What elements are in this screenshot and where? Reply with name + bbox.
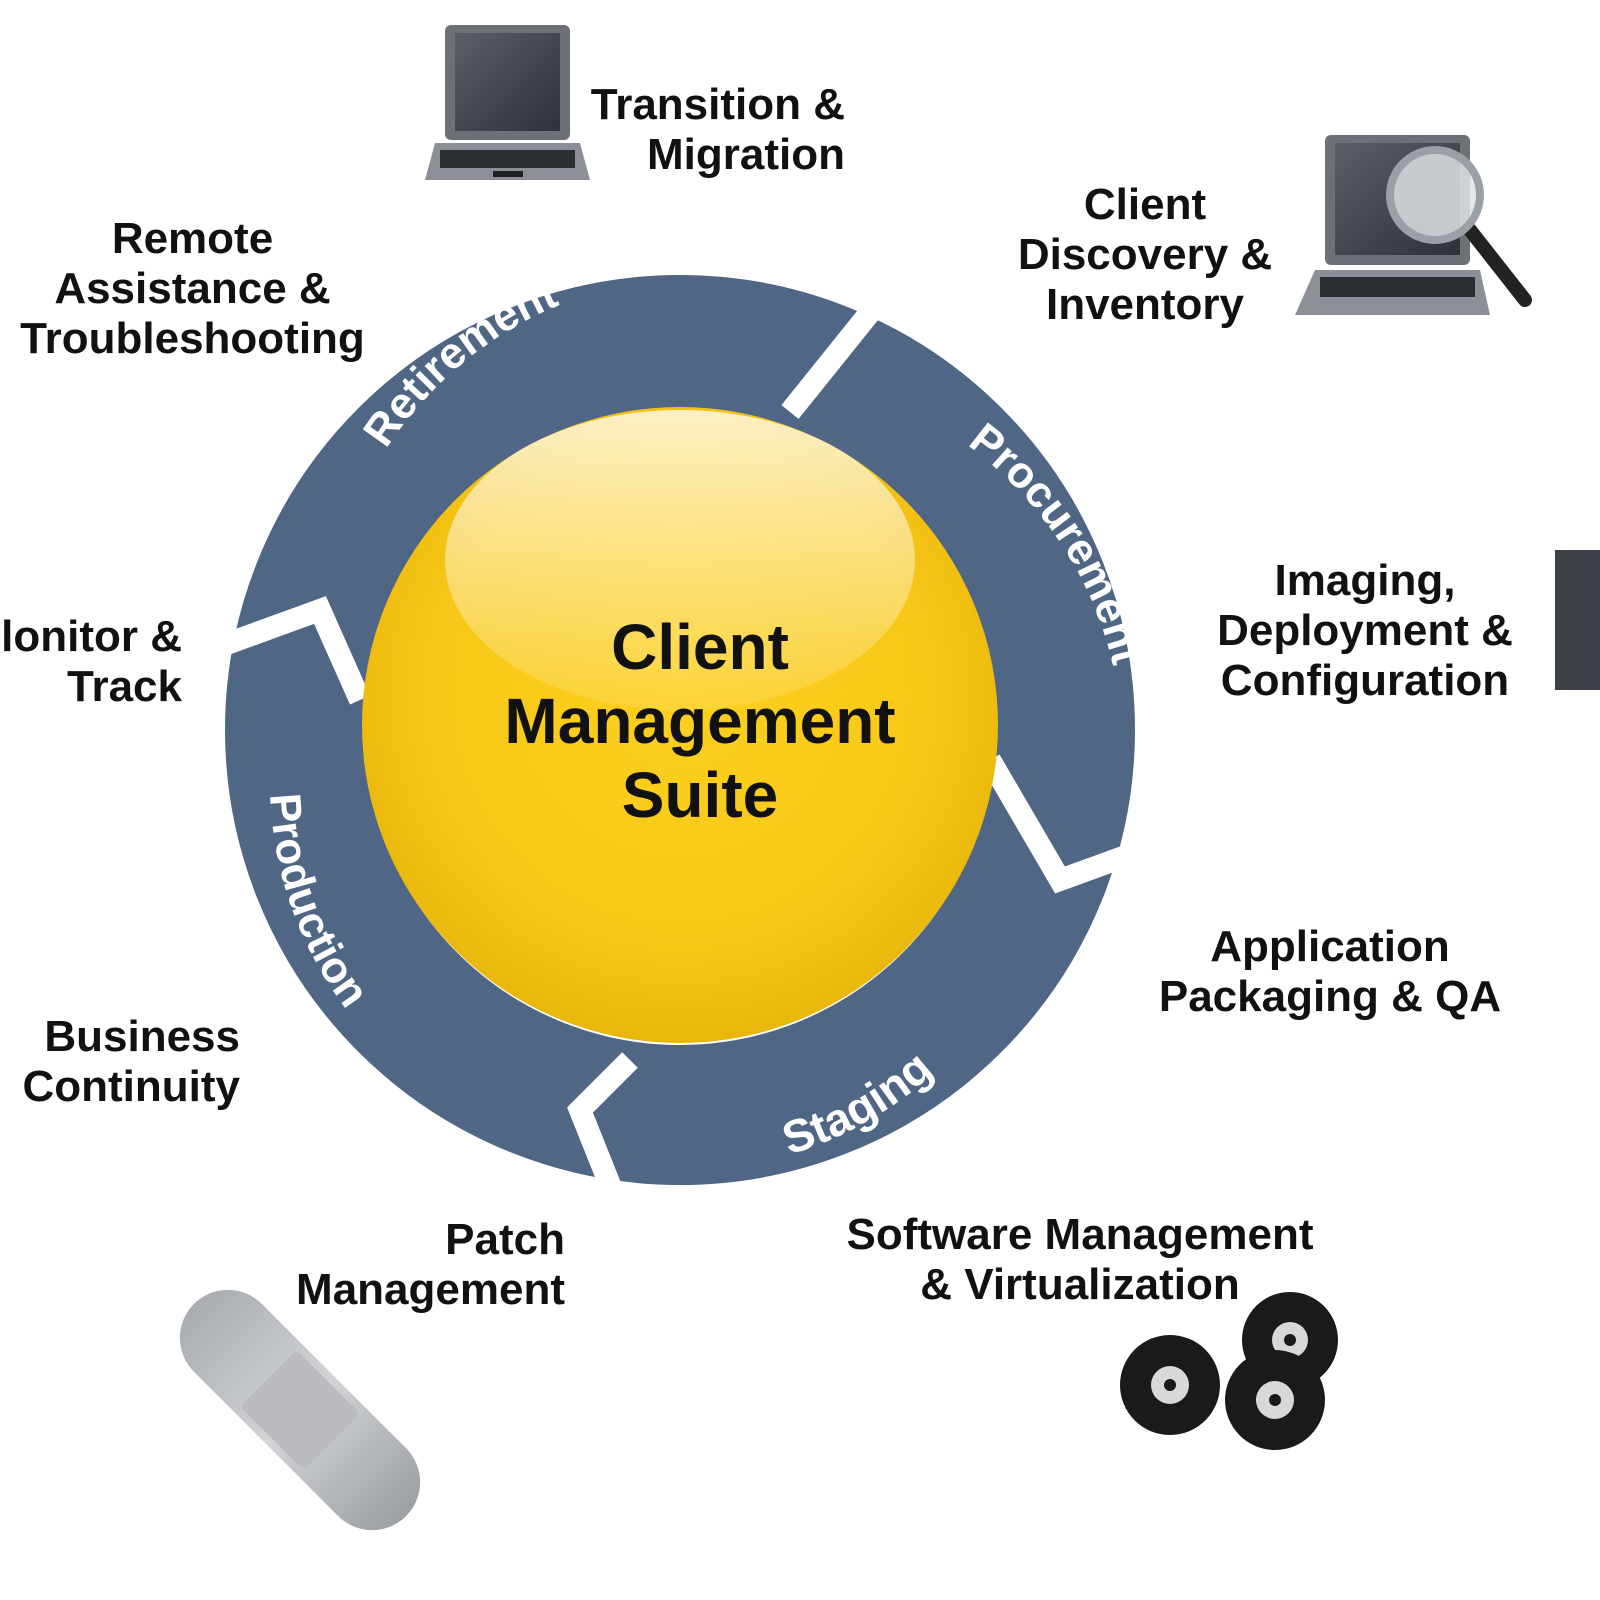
- laptop-magnifier-icon: [1295, 135, 1532, 315]
- label-application-packaging: Application Packaging & QA: [1158, 922, 1502, 1021]
- center-title: Client Management Suite: [504, 611, 896, 831]
- label-patch-management: Patch Management: [296, 1215, 565, 1314]
- label-client-discovery: Client Discovery & Inventory: [1017, 180, 1273, 329]
- label-transition-migration: Transition & Migration: [590, 80, 845, 179]
- laptop-icon: [425, 25, 590, 180]
- partial-device-icon: [1555, 550, 1600, 690]
- label-business-continuity: Business Continuity: [22, 1012, 240, 1111]
- label-imaging-deployment: Imaging, Deployment & Configuration: [1217, 556, 1513, 705]
- cd-discs-icon: [1120, 1292, 1338, 1450]
- label-software-management: Software Management & Virtualization: [846, 1210, 1314, 1309]
- center-circle: [362, 407, 998, 1043]
- bandage-icon: [179, 1289, 421, 1531]
- label-remote-assistance: Remote Assistance & Troubleshooting: [20, 214, 365, 363]
- cycle-ring: [206, 275, 1174, 1215]
- label-monitor-track: lonitor & Track: [1, 612, 182, 711]
